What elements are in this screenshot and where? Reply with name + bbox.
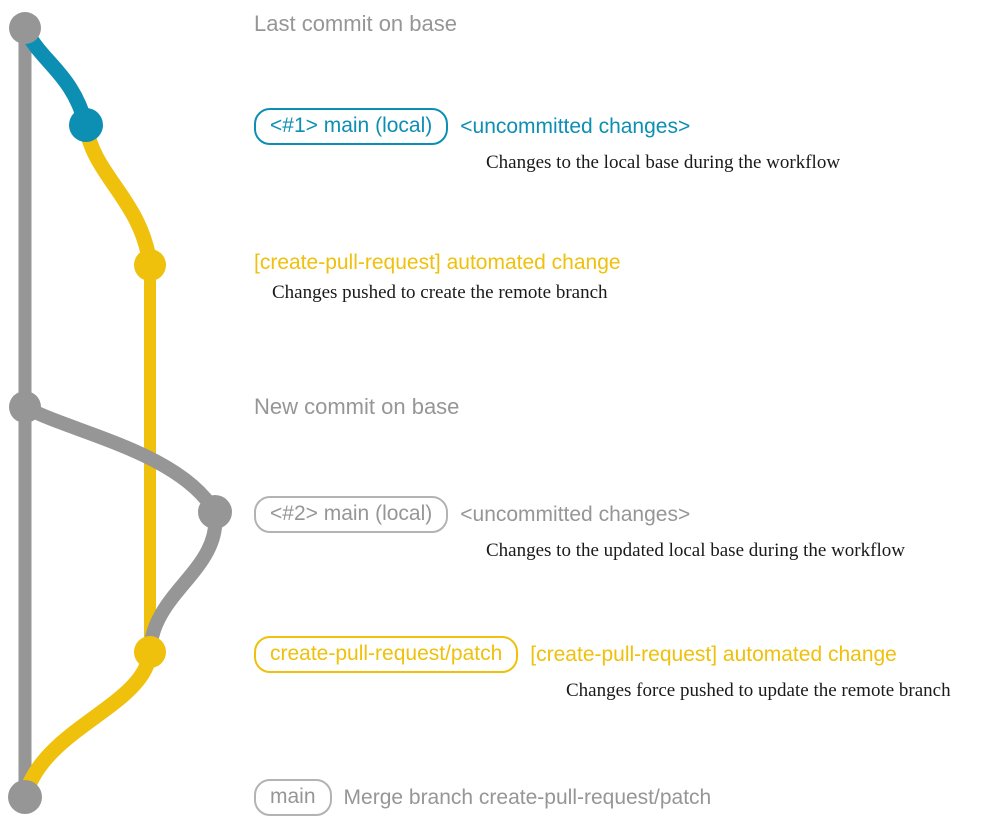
- node-base-new[interactable]: [9, 391, 41, 423]
- edge-base-to-local2: [18, 400, 222, 519]
- ref-badge-local-main-1[interactable]: <#1> main (local): [254, 108, 449, 145]
- commit-description: Changes pushed to create the remote bran…: [272, 282, 608, 303]
- node-local-1[interactable]: [69, 108, 103, 142]
- commit-subject: <uncommitted changes>: [460, 502, 691, 526]
- commit-description: Changes force pushed to update the remot…: [566, 680, 951, 701]
- ref-badge-create-pull-request-patch[interactable]: create-pull-request/patch: [254, 636, 519, 673]
- commit-subject: <uncommitted changes>: [460, 114, 691, 138]
- entry-new-commit-on-base: New commit on base: [254, 394, 459, 420]
- node-remote-1[interactable]: [134, 249, 166, 281]
- edge-remote2-to-merge: [17, 644, 158, 805]
- entry-merge-commit: main Merge branch create-pull-request/pa…: [254, 779, 711, 816]
- edge-base-to-local1: [17, 20, 94, 133]
- commit-subject: New commit on base: [254, 394, 460, 419]
- edge-local2-to-remote2: [143, 505, 223, 659]
- commit-description: Changes to the local base during the wor…: [486, 152, 841, 173]
- commit-subject: [create-pull-request] automated change: [254, 251, 621, 274]
- entry-local-main-2: <#2> main (local) <uncommitted changes> …: [254, 496, 905, 562]
- edge-local1-to-remote1: [78, 117, 158, 273]
- commit-description: Changes to the updated local base during…: [486, 540, 905, 561]
- node-base-head[interactable]: [9, 12, 41, 44]
- commit-subject: [create-pull-request] automated change: [530, 642, 897, 666]
- commit-subject: Merge branch create-pull-request/patch: [343, 785, 712, 809]
- ref-badge-main[interactable]: main: [254, 779, 332, 816]
- entry-local-main-1: <#1> main (local) <uncommitted changes> …: [254, 108, 840, 174]
- node-merge[interactable]: [8, 780, 42, 814]
- entry-last-commit-on-base: Last commit on base: [254, 11, 457, 37]
- entry-automated-change-1: [create-pull-request] automated change C…: [254, 251, 621, 304]
- ref-badge-local-main-2[interactable]: <#2> main (local): [254, 496, 449, 533]
- node-local-2[interactable]: [198, 495, 232, 529]
- node-remote-2[interactable]: [134, 636, 166, 668]
- entry-automated-change-2: create-pull-request/patch [create-pull-r…: [254, 636, 951, 702]
- commit-subject: Last commit on base: [254, 11, 457, 36]
